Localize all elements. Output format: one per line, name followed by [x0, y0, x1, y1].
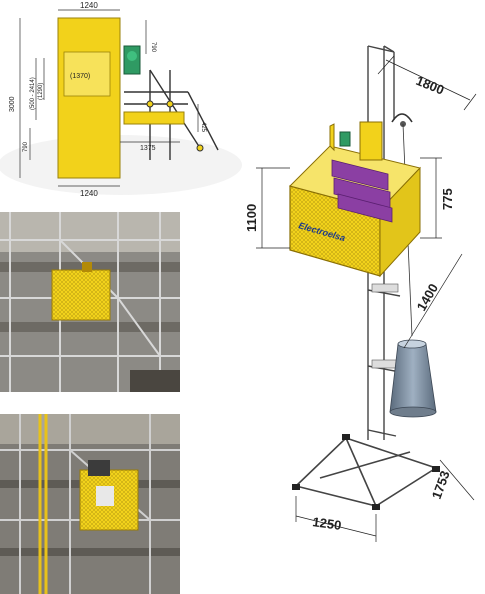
dim-plan-790-bottom: 790: [23, 141, 29, 152]
iso-cone-bucket: [389, 339, 437, 418]
photo-scaffold-1: [0, 212, 180, 392]
dim-iso-mast: 1400: [414, 281, 441, 314]
plan-shadow: [0, 135, 242, 195]
dim-plan-top: 1240: [80, 1, 98, 10]
iso-mast-plate: [359, 121, 383, 161]
dim-plan-inner: (1370): [70, 73, 90, 80]
dim-plan-790-top: 790: [150, 42, 156, 53]
iso-dimension-lines: [256, 55, 477, 542]
dim-iso-height-left: 1100: [244, 204, 259, 232]
dim-iso-base-width: 1250: [312, 514, 343, 533]
plan-platform: [57, 17, 121, 179]
dim-plan-gap-2: (1290): [38, 83, 44, 100]
iso-feet: [292, 434, 440, 510]
motor-cap-icon: [127, 51, 137, 61]
iso-view: Electroelsa: [244, 45, 477, 542]
dim-plan-gap-1: (500 - 2414): [30, 77, 36, 110]
dim-iso-depth: 1800: [414, 73, 446, 98]
iso-cage: Electroelsa: [289, 121, 421, 278]
photo-lift-cage: [51, 269, 111, 321]
dim-iso-height-right: 775: [440, 188, 455, 210]
dim-plan-1375: 1375: [140, 145, 156, 152]
photo-scaffold-2: [0, 414, 180, 594]
iso-base: [295, 437, 438, 507]
iso-purple-bar-1: [331, 159, 389, 191]
plan-inner-box: [63, 51, 111, 97]
iso-motor-icon: [339, 131, 351, 147]
plan-ledge: [123, 111, 185, 125]
dim-iso-base-depth: 1753: [429, 469, 453, 501]
iso-purple-bar-3: [337, 193, 393, 223]
dim-plan-height: 3000: [9, 96, 16, 112]
plan-dimension-lines: [19, 9, 199, 187]
dim-plan-bottom: 1240: [80, 189, 98, 198]
dim-plan-425: 425: [200, 122, 206, 133]
plan-view: 1240 1240 3000 (1370) (500 - 2414) (1290…: [0, 1, 242, 198]
